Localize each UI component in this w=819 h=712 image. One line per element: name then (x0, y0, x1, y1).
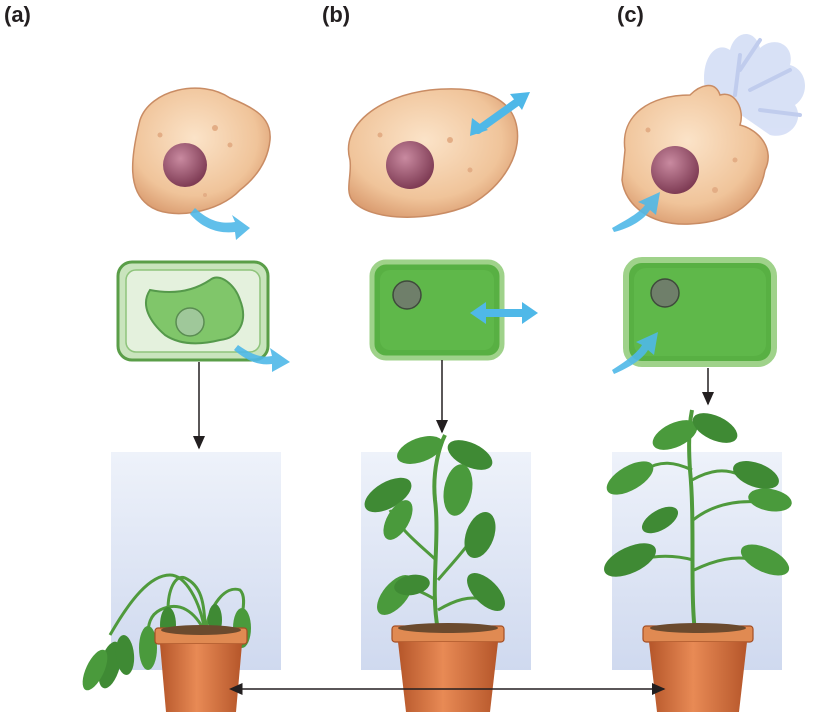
nucleus-icon (386, 141, 434, 189)
animal-cell-lysing (622, 34, 805, 224)
animal-cell-shriveled (133, 88, 271, 213)
nucleus-icon (163, 143, 207, 187)
flower-pot (643, 623, 753, 712)
flower-pot (392, 623, 504, 712)
nucleus-icon (651, 279, 679, 307)
nucleus-icon (176, 308, 204, 336)
animal-cell-normal (348, 89, 517, 217)
nucleus-icon (393, 281, 421, 309)
water-arrow-icon (190, 208, 250, 240)
flower-pot (155, 625, 247, 712)
nucleus-icon (651, 146, 699, 194)
plant-cell-plasmolyzed (118, 262, 268, 360)
